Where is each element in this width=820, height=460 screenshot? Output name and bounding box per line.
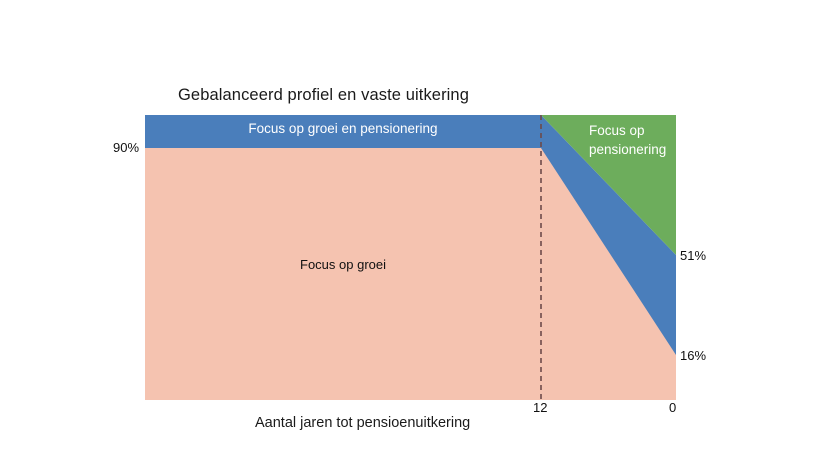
- y-value-label-51: 51%: [680, 248, 707, 263]
- plot-area: [145, 115, 676, 400]
- chart-title: Gebalanceerd profiel en vaste uitkering: [178, 86, 469, 104]
- area-retirement: [541, 115, 676, 255]
- x-axis-title: Aantal jaren tot pensioenuitkering: [255, 415, 471, 431]
- x-tick-label-12: 12: [533, 400, 548, 415]
- chart-svg: [145, 115, 676, 400]
- area-growth: [145, 148, 676, 400]
- x-tick-label-0: 0: [669, 400, 677, 415]
- y-value-label-90: 90%: [113, 140, 140, 155]
- y-value-label-16: 16%: [680, 348, 707, 363]
